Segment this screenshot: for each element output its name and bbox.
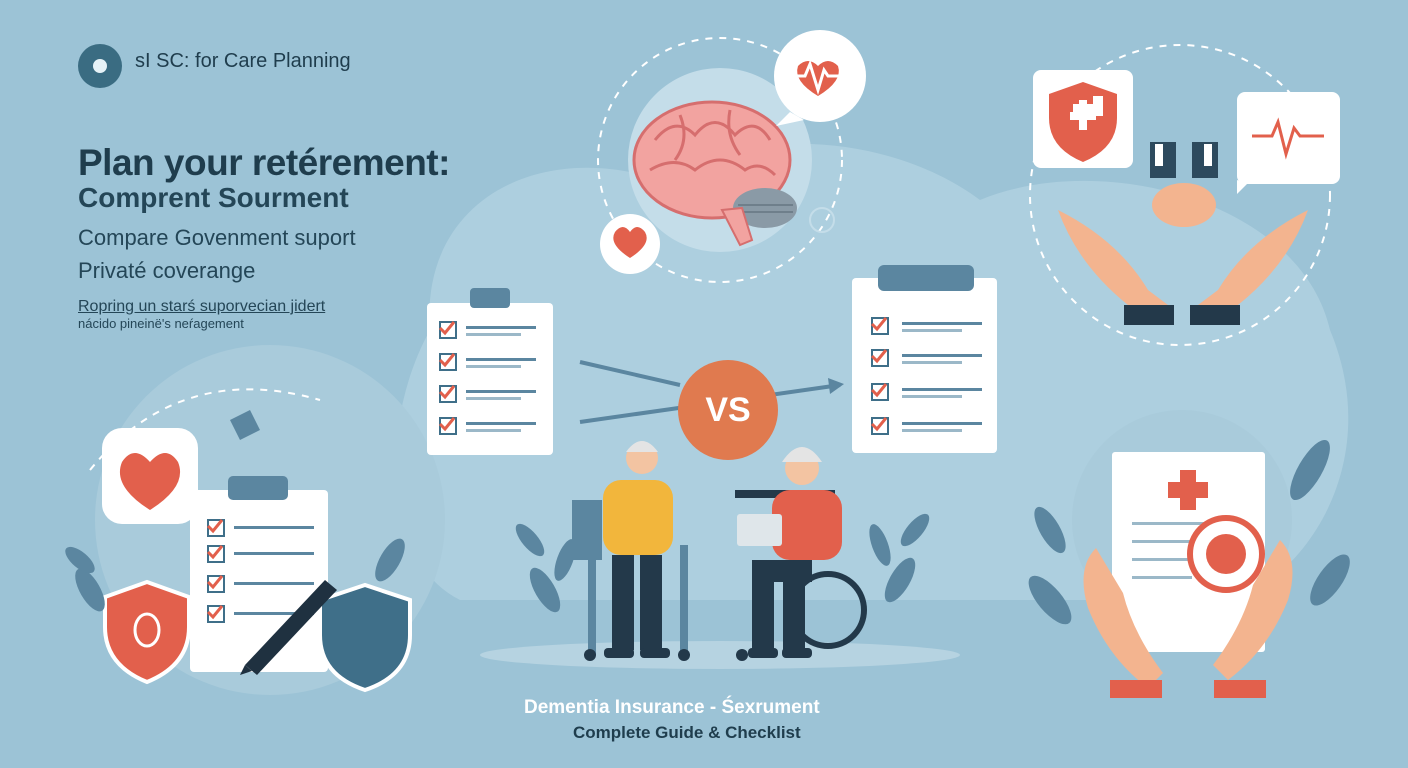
small-text-line-1: Ropring un starś suporvecian jidert: [78, 298, 326, 315]
dashed-orbit-right: [1029, 44, 1331, 346]
footer-title: Dementia Insurance - Śexrument: [524, 697, 820, 718]
handshake-icon: [1150, 142, 1218, 227]
elderly-woman-wheelchair-icon: [735, 447, 867, 661]
checklist-icon: [427, 288, 553, 455]
virus-icon: [1187, 515, 1265, 593]
elderly-man-walker-icon: [572, 441, 690, 661]
compare-line: Compare Govenment suport: [78, 225, 356, 250]
caring-hands-icon: [1058, 210, 1308, 325]
ecg-bubble-icon: [1237, 92, 1340, 194]
brain-icon: [632, 100, 797, 247]
footer-subtitle: Complete Guide & Checklist: [573, 723, 801, 742]
vs-badge-circle: [678, 360, 778, 460]
vs-badge-label: VS: [705, 391, 751, 429]
plant-icon-left: [65, 538, 405, 612]
plant-icon: [515, 513, 930, 613]
pen-icon: [240, 580, 337, 675]
small-text-line-2: nácido pineinë's neŕagement: [78, 316, 244, 331]
heart-icon: [102, 428, 198, 524]
headline: Plan your retérement:: [78, 142, 450, 183]
brand-name: sI SC: for Care Planning: [135, 50, 351, 72]
heart-bubble-icon: [600, 214, 660, 274]
heartbeat-bubble-icon: [774, 30, 866, 126]
checklist-icon-right: [852, 265, 997, 453]
hands-holding-document-icon: [1083, 540, 1293, 698]
checklist-icon-left: [190, 476, 328, 672]
logo-target-icon: [78, 44, 122, 88]
shield-cross-icon: [1033, 70, 1133, 168]
private-coverage-line: Privaté coverange: [78, 258, 256, 283]
floor-ellipse: [480, 641, 960, 669]
subheading: Comprent Sourment: [78, 182, 349, 213]
dashed-orbit: [597, 37, 843, 283]
shield-icon: [103, 579, 412, 693]
plant-icon-right: [1028, 439, 1350, 625]
